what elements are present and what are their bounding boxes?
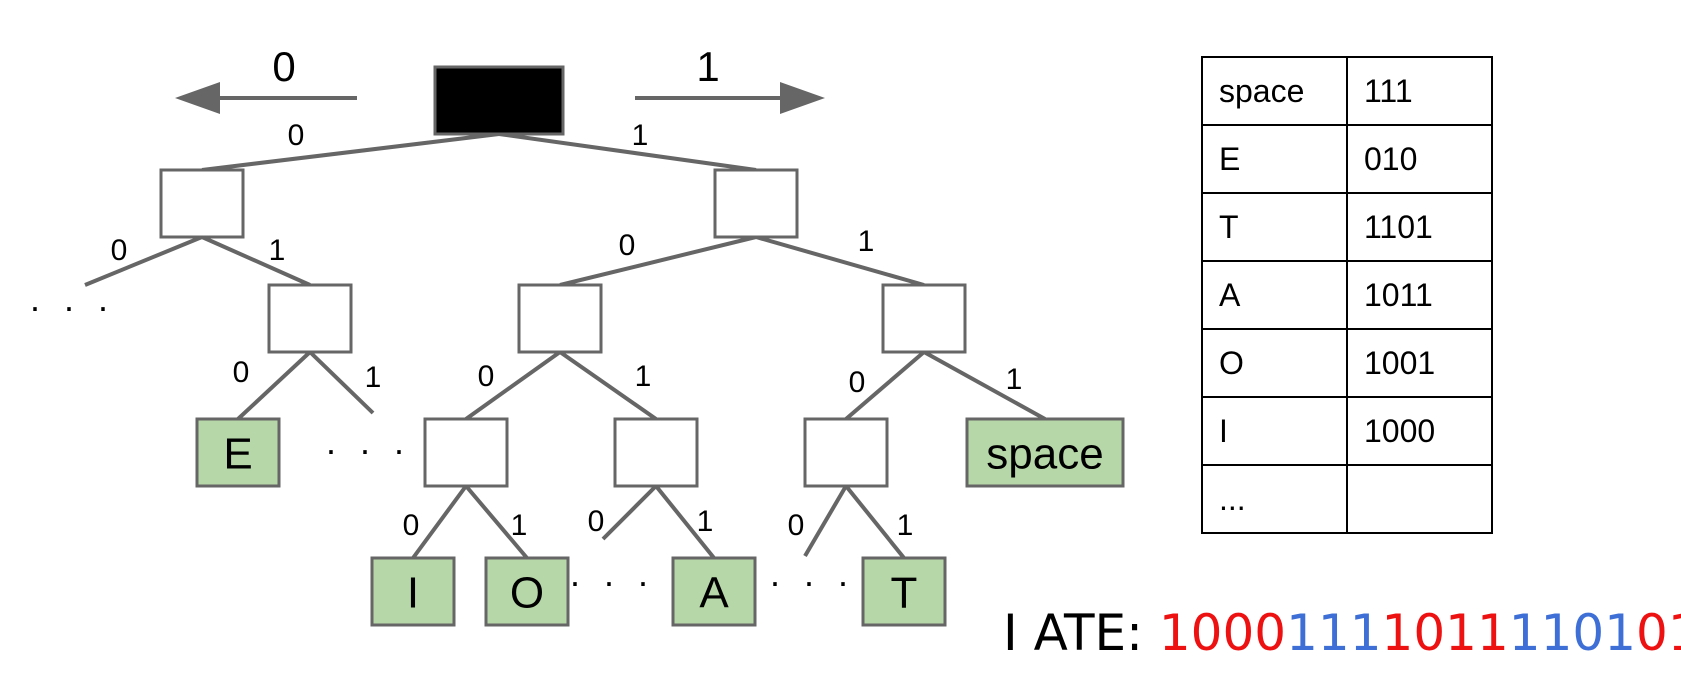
edge-label: 0: [288, 119, 305, 152]
arrow-right-head: [780, 82, 825, 114]
encoded-message-prefix: I ATE:: [1003, 604, 1159, 662]
code-value: 1000: [1346, 396, 1493, 466]
edge-n0-open-n0-left: [84, 235, 203, 287]
node-leafO: [484, 556, 570, 627]
edge-label: 0: [788, 509, 805, 542]
node-leafT: [861, 556, 947, 627]
node-n101: [613, 417, 699, 488]
encoded-bits: 100011110111101010: [1159, 604, 1681, 662]
edge-n1-n10: [559, 235, 757, 287]
edge-label: 1: [511, 509, 528, 542]
edge-label: 1: [365, 361, 382, 394]
ellipsis-2: · · ·: [325, 429, 411, 470]
edge-label: 0: [849, 366, 866, 399]
code-symbol: O: [1201, 328, 1348, 398]
code-value: 1001: [1346, 328, 1493, 398]
edge-label: 1: [632, 119, 649, 152]
edge-n01-leafE: [236, 350, 312, 421]
encoded-message: I ATE: 100011110111101010: [1003, 598, 1681, 668]
code-symbol: T: [1201, 192, 1348, 262]
edge-n0-n01: [201, 235, 311, 287]
code-symbol: E: [1201, 124, 1348, 194]
arrow-left-label: 0: [272, 43, 295, 90]
node-leafI: [370, 556, 456, 627]
node-n01: [267, 283, 353, 354]
node-n100: [423, 417, 509, 488]
node-leafA: [671, 556, 757, 627]
node-n10: [517, 283, 603, 354]
code-value: [1346, 464, 1493, 534]
edge-n100-leafI: [411, 484, 468, 560]
node-n11: [881, 283, 967, 354]
ellipsis-3: · · ·: [569, 561, 655, 602]
code-value: 010: [1346, 124, 1493, 194]
node-leafSpace: [965, 417, 1125, 488]
node-leafE: [195, 417, 281, 488]
edge-n100-leafO: [464, 484, 529, 560]
edge-root-n1: [498, 132, 757, 172]
edge-root-n0: [201, 132, 500, 172]
edge-n110-open-n110-left: [803, 484, 848, 558]
node-root: [433, 65, 565, 136]
edge-label: 1: [1006, 363, 1023, 396]
code-value: 1101: [1346, 192, 1493, 262]
ellipsis-4: · · ·: [769, 561, 855, 602]
encoded-segment: 010: [1636, 604, 1681, 662]
edge-n101-leafA: [654, 484, 716, 560]
edge-n10-n101: [558, 350, 658, 421]
code-value: 111: [1346, 56, 1493, 126]
code-symbol: ...: [1201, 464, 1348, 534]
edge-label: 0: [111, 234, 128, 267]
code-symbol: A: [1201, 260, 1348, 330]
edge-n01-open-n01-right: [308, 350, 375, 415]
encoded-segment: 111: [1286, 604, 1382, 662]
edge-n101-open-n101-left: [601, 484, 658, 541]
leaf-label: E: [223, 429, 252, 478]
encoded-segment: 1011: [1381, 604, 1509, 662]
edge-label: 0: [403, 509, 420, 542]
leaf-label: I: [407, 568, 419, 617]
leaf-label: O: [510, 568, 544, 617]
leaf-label: T: [891, 568, 918, 617]
edge-n1-n11: [755, 235, 925, 287]
node-n0: [159, 168, 245, 239]
encoded-segment: 1000: [1158, 604, 1287, 662]
edge-label: 1: [858, 225, 875, 258]
node-n110: [803, 417, 889, 488]
edge-label: 0: [233, 356, 250, 389]
edge-label: 0: [588, 505, 605, 538]
edge-label: 1: [897, 509, 914, 542]
leaf-label: A: [699, 568, 729, 617]
arrow-left-head: [175, 82, 220, 114]
code-symbol: I: [1201, 396, 1348, 466]
edge-n11-n110: [844, 350, 926, 421]
edge-n11-leafSpace: [923, 350, 1046, 421]
code-symbol: space: [1201, 56, 1348, 126]
edge-label: 1: [697, 505, 714, 538]
code-value: 1011: [1346, 260, 1493, 330]
arrow-right-label: 1: [696, 43, 719, 90]
leaf-label: space: [986, 429, 1103, 478]
code-table-row: ...: [1201, 464, 1493, 534]
edge-label: 1: [635, 360, 652, 393]
node-n1: [713, 168, 799, 239]
edge-n10-n100: [464, 350, 562, 421]
edge-label: 0: [478, 360, 495, 393]
edge-n110-leafT: [844, 484, 906, 560]
edge-label: 1: [269, 234, 286, 267]
encoded-segment: 1101: [1508, 604, 1637, 662]
start-node-label: start: [456, 76, 542, 125]
edge-label: 0: [619, 229, 636, 262]
ellipsis-1: · · ·: [29, 286, 115, 327]
